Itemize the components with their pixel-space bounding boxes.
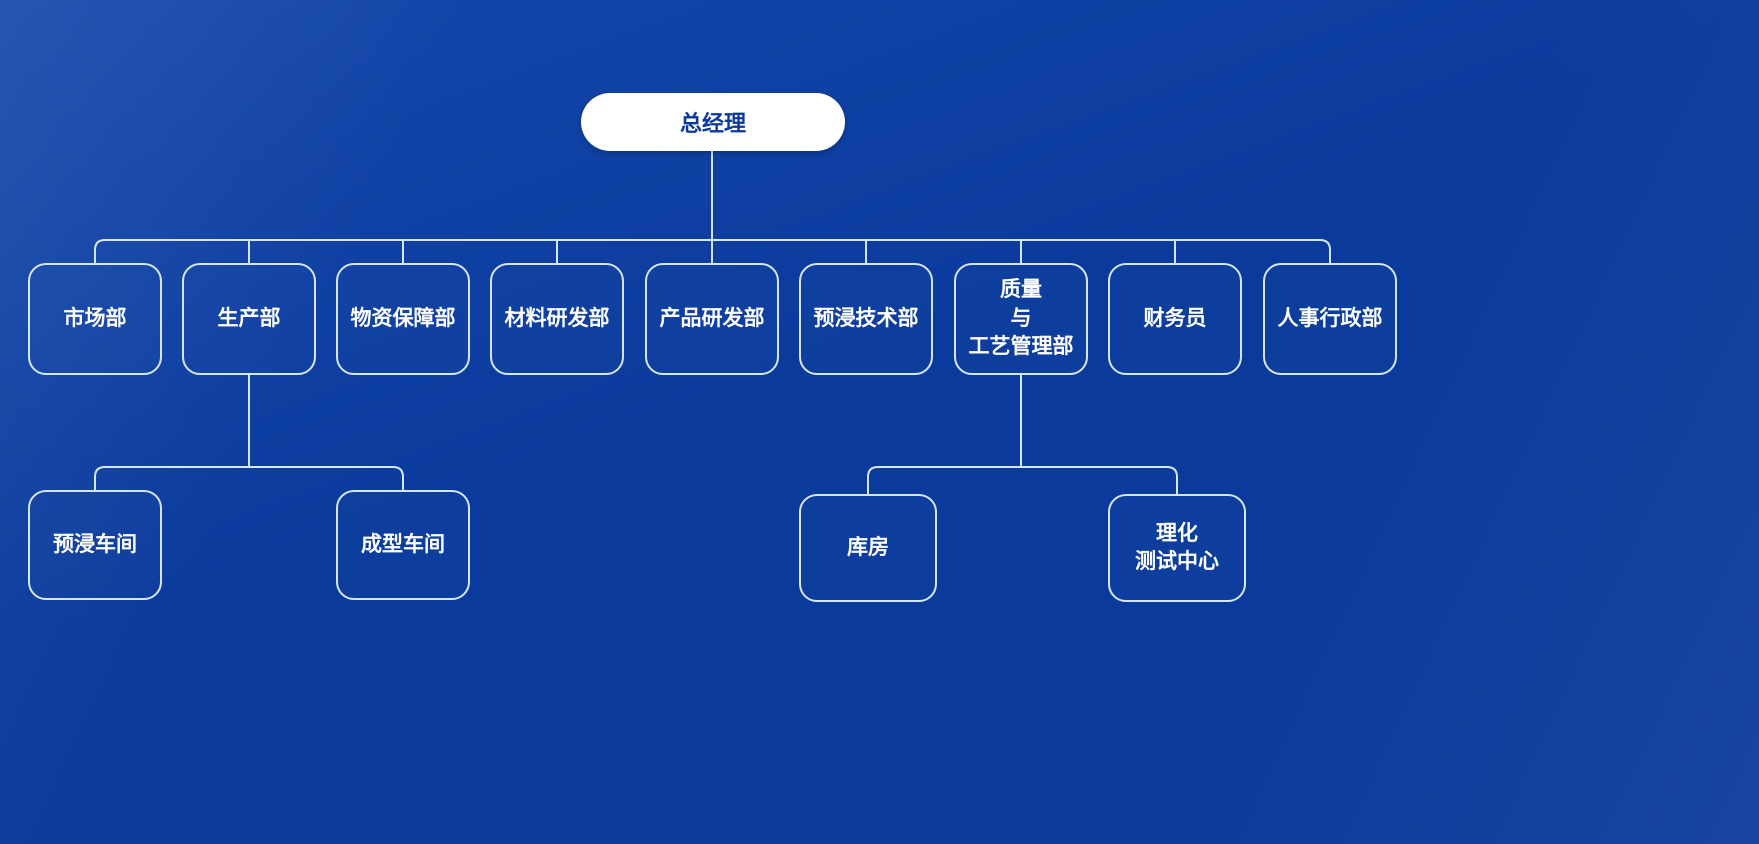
node-quality-process-dept: 质量 与 工艺管理部	[954, 263, 1088, 375]
node-molding-workshop: 成型车间	[336, 490, 470, 600]
node-phys-chem-test-center: 理化 测试中心	[1108, 494, 1246, 602]
node-warehouse: 库房	[799, 494, 937, 602]
node-prepreg-tech-dept: 预浸技术部	[799, 263, 933, 375]
node-general-manager: 总经理	[581, 93, 845, 151]
node-finance: 财务员	[1108, 263, 1242, 375]
node-production-dept: 生产部	[182, 263, 316, 375]
node-material-rd-dept: 材料研发部	[490, 263, 624, 375]
node-hr-admin-dept: 人事行政部	[1263, 263, 1397, 375]
connector-quality-bus	[867, 466, 1178, 494]
node-material-support-dept: 物资保障部	[336, 263, 470, 375]
node-product-rd-dept: 产品研发部	[645, 263, 779, 375]
connector-production-bus	[94, 466, 404, 490]
node-prepreg-workshop: 预浸车间	[28, 490, 162, 600]
node-marketing-dept: 市场部	[28, 263, 162, 375]
